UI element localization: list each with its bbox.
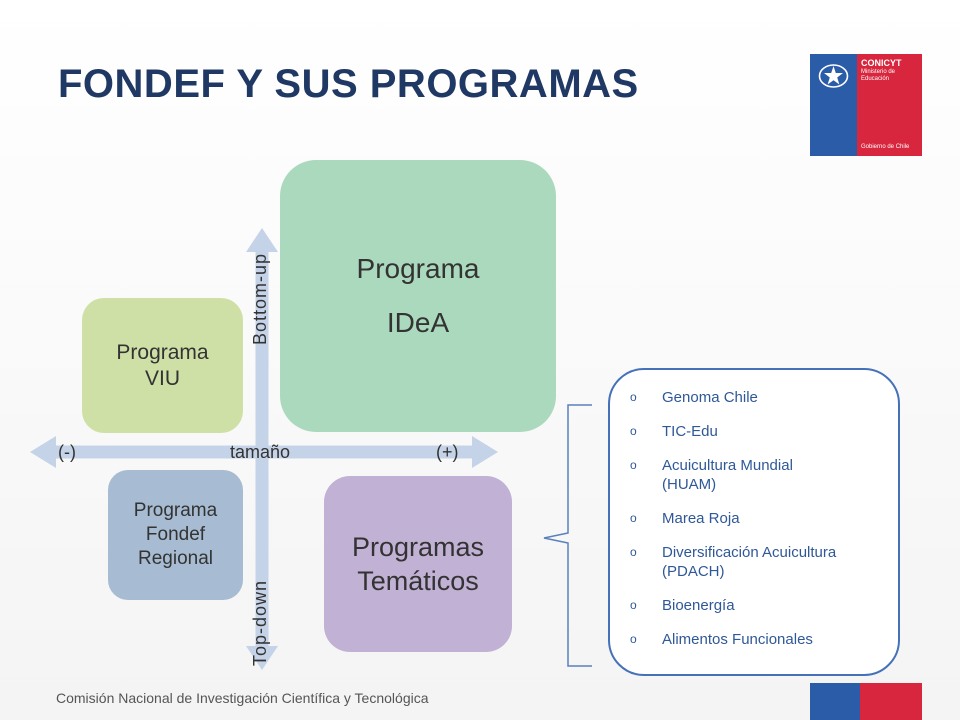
list-item-text: (PDACH) bbox=[662, 563, 725, 580]
list-item: o Marea Roja bbox=[630, 509, 884, 528]
programa-regional-line-1: Programa bbox=[133, 500, 218, 521]
bullet-marker: o bbox=[630, 632, 637, 646]
bullet-marker: o bbox=[630, 458, 637, 472]
programa-regional-line-2: Fondef bbox=[145, 524, 206, 545]
footer-flag-blue bbox=[810, 683, 860, 720]
programa-viu-line-1: Programa bbox=[116, 340, 209, 364]
logo-name: CONICYT bbox=[861, 58, 902, 68]
list-item-text: Marea Roja bbox=[662, 510, 740, 527]
list-item-text: (HUAM) bbox=[662, 476, 717, 493]
list-item-text: Alimentos Funcionales bbox=[662, 631, 813, 648]
axis-left-label: (-) bbox=[58, 442, 76, 462]
list-item: o Acuicultura Mundial (HUAM) bbox=[630, 456, 884, 494]
footer-flag-red bbox=[860, 683, 922, 720]
programa-regional-line-3: Regional bbox=[138, 548, 213, 569]
programa-viu-box: Programa VIU bbox=[82, 298, 243, 433]
programas-tematicos-box: Programas Temáticos bbox=[324, 476, 512, 652]
conicyt-logo: CONICYT Ministerio de Educación Gobierno… bbox=[810, 54, 922, 156]
list-item: o Genoma Chile bbox=[630, 388, 884, 407]
programa-idea-line-2: IDeA bbox=[386, 307, 450, 338]
list-item: o Diversificación Acuicultura (PDACH) bbox=[630, 543, 884, 581]
logo-ministry: Ministerio de Educación bbox=[861, 69, 896, 82]
axis-top-label: Bottom-up bbox=[250, 252, 270, 345]
list-item: o Bioenergía bbox=[630, 596, 884, 615]
brace-bracket bbox=[543, 404, 592, 667]
list-item-text: Diversificación Acuicultura bbox=[662, 544, 837, 561]
programas-tematicos-line-2: Temáticos bbox=[357, 566, 479, 596]
footer-flag bbox=[810, 683, 922, 720]
bullet-marker: o bbox=[630, 511, 637, 525]
list-item-text: Genoma Chile bbox=[662, 389, 758, 406]
list-item: o Alimentos Funcionales bbox=[630, 630, 884, 649]
page-title: FONDEF Y SUS PROGRAMAS bbox=[58, 62, 639, 106]
list-item-text: Bioenergía bbox=[662, 597, 735, 614]
logo-blue-panel bbox=[810, 54, 857, 156]
programas-tematicos-line-1: Programas bbox=[351, 532, 485, 562]
bullet-marker: o bbox=[630, 424, 637, 438]
logo-government: Gobierno de Chile bbox=[861, 144, 910, 150]
logo-red-panel: CONICYT Ministerio de Educación Gobierno… bbox=[857, 54, 922, 156]
programa-regional-box: Programa Fondef Regional bbox=[108, 470, 243, 600]
programa-viu-line-2: VIU bbox=[144, 366, 180, 390]
vertical-double-arrow bbox=[246, 228, 278, 670]
axis-center-label: tamaño bbox=[230, 442, 291, 462]
programa-idea-line-1: Programa bbox=[356, 253, 480, 284]
footer-text: Comisión Nacional de Investigación Cient… bbox=[56, 690, 429, 706]
programa-idea-box: Programa IDeA bbox=[280, 160, 556, 432]
list-item: o TIC-Edu bbox=[630, 422, 884, 441]
bullet-marker: o bbox=[630, 390, 637, 404]
coat-of-arms-icon bbox=[818, 64, 849, 88]
bullet-marker: o bbox=[630, 598, 637, 612]
axis-right-label: (+) bbox=[436, 442, 459, 462]
list-item-text: TIC-Edu bbox=[662, 423, 718, 440]
bullet-marker: o bbox=[630, 545, 637, 559]
list-item-text: Acuicultura Mundial bbox=[662, 457, 793, 474]
axis-bottom-label: Top-down bbox=[250, 579, 270, 666]
